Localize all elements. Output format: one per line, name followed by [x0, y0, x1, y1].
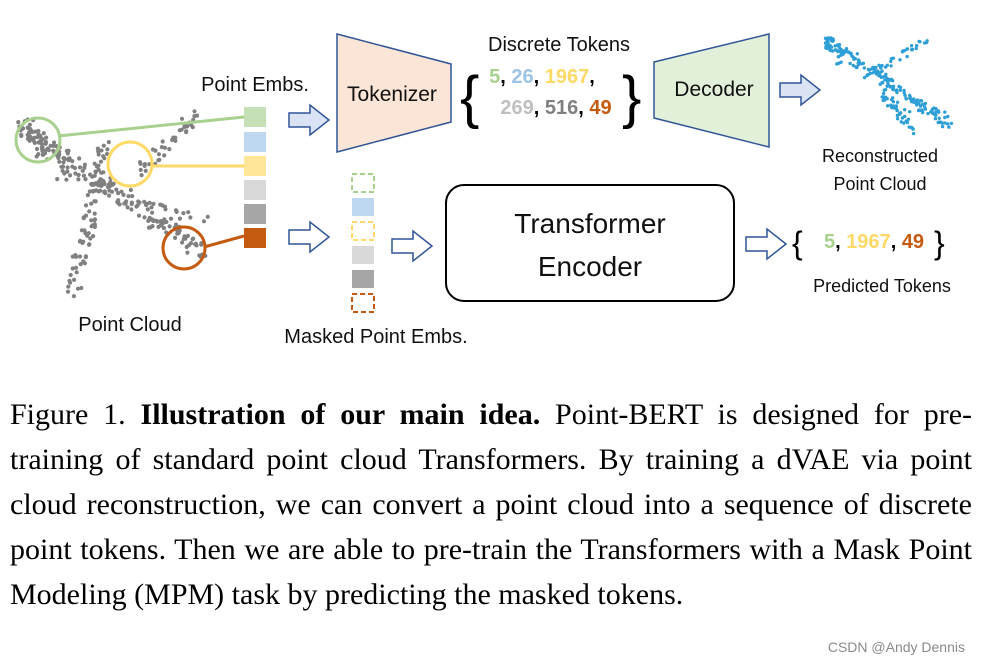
patch-line-green — [57, 115, 245, 138]
point-embs-label: Point Embs. — [201, 74, 309, 96]
token-49: 49 — [589, 97, 611, 119]
watermark: CSDN @Andy Dennis — [827, 639, 965, 655]
masked-cell-1 — [351, 173, 375, 193]
point-embeddings — [244, 107, 266, 248]
caption-paragraph: Figure 1. Illustration of our main idea.… — [10, 392, 972, 617]
arrow-tokenizer-output — [779, 73, 822, 107]
decoder-label: Decoder — [674, 78, 753, 101]
patch-circle-yellow — [106, 140, 154, 188]
embedding-cell-2-masked-col — [352, 198, 374, 216]
masked-point-embeddings — [351, 173, 375, 313]
patch-circle-orange — [161, 225, 207, 271]
discrete-tokens-row2: 269, 516, 49 — [500, 97, 611, 119]
predicted-tokens-row: 5, 1967, 49 — [824, 231, 924, 253]
arrow-masked-to-encoder — [391, 229, 434, 263]
token-26: 26 — [511, 66, 533, 88]
patch-line-orange — [203, 234, 245, 249]
arrow-embs-to-tokenizer — [288, 103, 331, 137]
discrete-tokens-row1: 5, 26, 1967, — [489, 66, 595, 88]
predicted-token-5: 5 — [824, 231, 835, 253]
embedding-cell-5 — [244, 204, 266, 224]
transformer-label-line2: Encoder — [538, 251, 642, 282]
caption-figure-number: Figure 1. — [10, 398, 126, 431]
masked-cell-3 — [351, 221, 375, 241]
figure-caption: Figure 1. Illustration of our main idea.… — [10, 392, 972, 617]
token-269: 269 — [500, 97, 533, 119]
decoder-block — [653, 33, 770, 148]
figure-diagram: { } { } Point Embs. Point Cloud Masked P… — [14, 33, 954, 348]
embedding-cell-2 — [244, 132, 266, 152]
transformer-encoder-block — [445, 184, 735, 302]
token-1967: 1967 — [545, 66, 590, 88]
predicted-tokens-brace-open: { — [792, 225, 803, 261]
embedding-cell-6 — [244, 228, 266, 248]
reconstructed-label-line2: Point Cloud — [833, 174, 926, 194]
discrete-tokens-brace-open: { — [460, 65, 479, 130]
caption-body: Point-BERT is designed for pre-training … — [10, 398, 973, 611]
embedding-cell-1 — [244, 107, 266, 127]
embedding-cell-5-masked-col — [352, 270, 374, 288]
token-5: 5 — [489, 66, 500, 88]
reconstructed-point-cloud-scatter — [823, 36, 954, 136]
arrow-encoder-to-predicted — [745, 227, 788, 261]
token-516: 516 — [545, 97, 578, 119]
masked-cell-6 — [351, 293, 375, 313]
predicted-token-1967: 1967 — [846, 231, 891, 253]
patch-highlights — [14, 115, 245, 271]
point-cloud-label: Point Cloud — [78, 314, 181, 336]
transformer-label-line1: Transformer — [514, 208, 665, 239]
discrete-tokens-brace-close: } — [622, 65, 641, 130]
discrete-tokens-label: Discrete Tokens — [488, 34, 630, 56]
predicted-tokens-brace-close: } — [934, 225, 945, 261]
patch-circle-green — [14, 116, 62, 164]
predicted-token-49: 49 — [902, 231, 924, 253]
tokenizer-label: Tokenizer — [347, 83, 437, 106]
reconstructed-label-line1: Reconstructed — [822, 146, 938, 166]
embedding-cell-4-masked-col — [352, 246, 374, 264]
embedding-cell-3 — [244, 156, 266, 176]
arrow-embs-to-masked — [288, 220, 331, 254]
caption-title: Illustration of our main idea. — [140, 398, 541, 431]
embedding-cell-4 — [244, 180, 266, 200]
flow-arrows — [288, 73, 822, 263]
predicted-tokens-label: Predicted Tokens — [813, 276, 951, 296]
masked-point-embs-label: Masked Point Embs. — [284, 326, 467, 348]
tokenizer-block — [336, 33, 452, 153]
